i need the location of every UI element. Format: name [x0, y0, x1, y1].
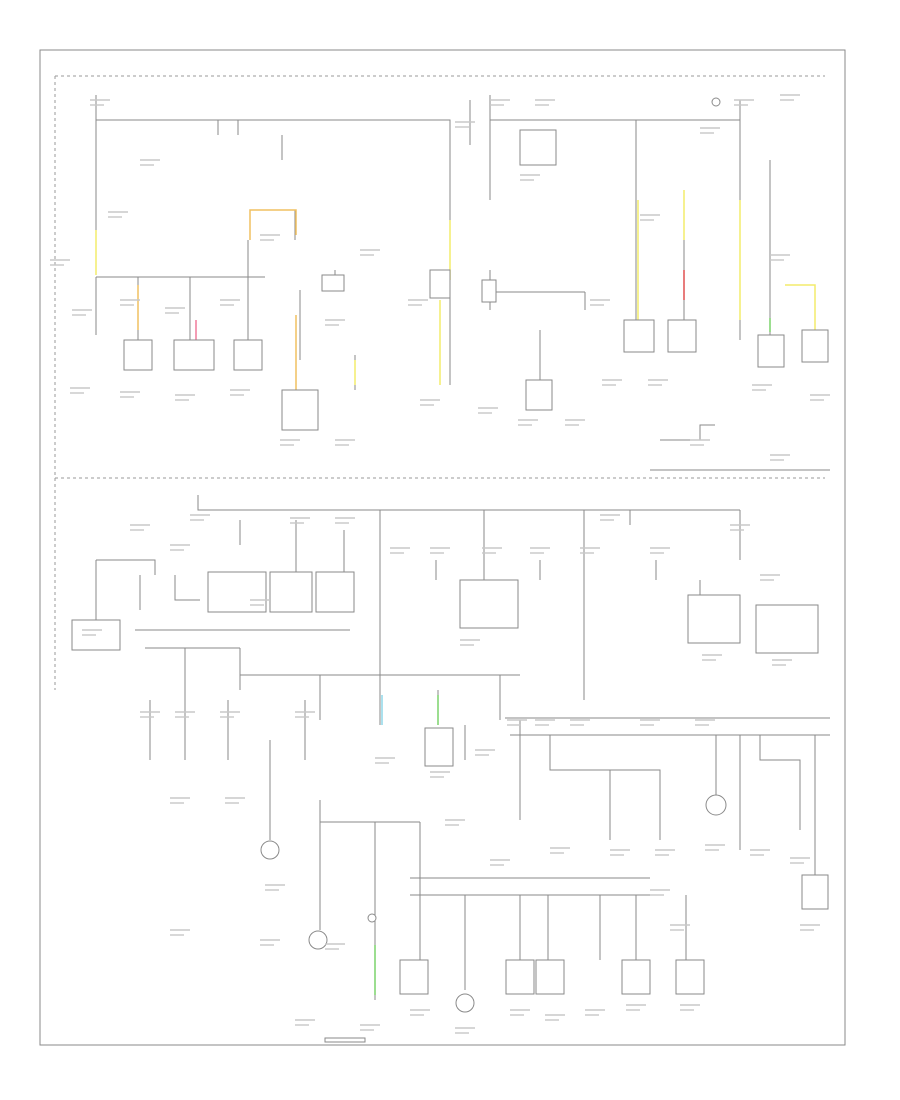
component-box	[667, 319, 697, 353]
yellow-wire	[785, 284, 816, 330]
component-box	[519, 129, 557, 166]
lamp-symbol	[308, 930, 328, 950]
upper-section-wiring	[95, 95, 830, 471]
component-box	[173, 339, 215, 371]
lamp-symbol	[455, 993, 475, 1013]
lamp-symbol	[260, 840, 280, 860]
component-box	[525, 379, 553, 411]
component-box	[424, 727, 454, 767]
component-box	[755, 604, 819, 654]
component-box	[623, 319, 655, 353]
middle-section-wiring	[71, 495, 819, 720]
component-box	[621, 959, 651, 995]
ground-block	[324, 1037, 366, 1043]
component-box	[801, 874, 829, 910]
component-box	[801, 329, 829, 363]
component-box	[399, 959, 429, 995]
ground-symbol	[711, 97, 721, 107]
component-box	[315, 571, 355, 613]
faint-annotation-marks	[50, 94, 830, 1034]
component-box	[687, 594, 741, 644]
component-box	[429, 269, 451, 299]
orange-wire	[249, 209, 297, 240]
component-box	[269, 571, 313, 613]
component-box	[505, 959, 535, 995]
motor-symbol	[705, 794, 727, 816]
component-box	[281, 389, 319, 431]
component-box	[535, 959, 565, 995]
component-box	[481, 279, 497, 303]
component-box	[459, 579, 519, 629]
diagram-frame	[39, 49, 846, 1046]
lower-section-wiring	[149, 690, 830, 1043]
component-box	[233, 339, 263, 371]
diode-symbol	[367, 913, 377, 923]
component-box	[757, 334, 785, 368]
component-box	[675, 959, 705, 995]
component-box	[207, 571, 267, 613]
component-box	[123, 339, 153, 371]
component-box	[321, 274, 345, 292]
